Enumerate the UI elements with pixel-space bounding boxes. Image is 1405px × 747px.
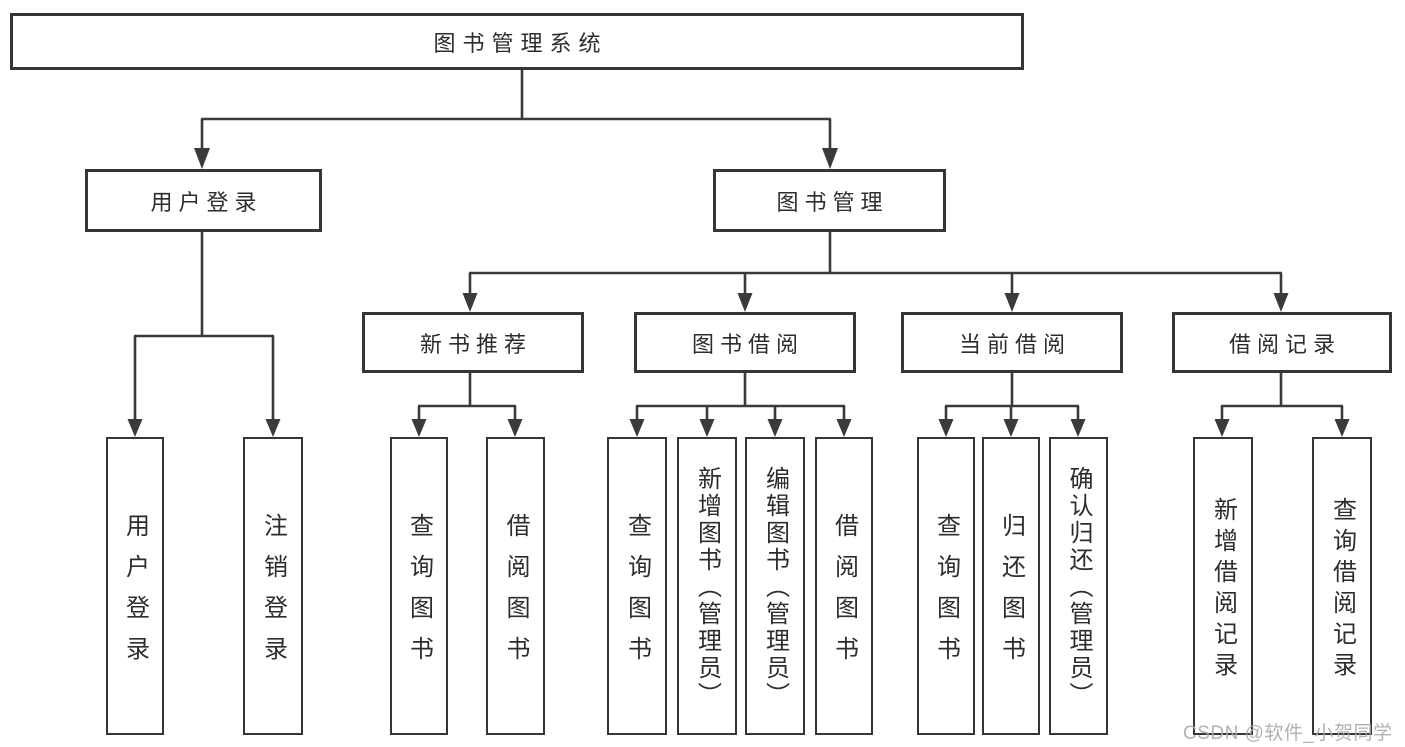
node-borrowing-records: 借阅记录 [1172,312,1392,373]
leaf-logout-label: 注销登录 [259,512,287,677]
node-user-login-label: 用户登录 [150,189,263,215]
node-current-borrowing-label: 当前借阅 [958,331,1071,357]
leaf-user-login-label: 用户登录 [121,512,149,677]
leaf-return-book: 归还图书 [982,437,1040,735]
node-user-login: 用户登录 [85,169,322,232]
leaf-query-borrow-record-label: 查询借阅记录 [1328,496,1356,683]
node-book-borrowing: 图书借阅 [634,312,856,373]
leaf-add-borrow-record: 新增借阅记录 [1193,437,1253,735]
leaf-return-book-label: 归还图书 [997,512,1025,677]
leaf-add-book-admin-label: 新增图书（管理员） [693,466,721,709]
node-book-borrowing-label: 图书借阅 [691,331,804,357]
leaf-edit-book-admin: 编辑图书（管理员） [745,437,805,735]
leaf-query-borrow-record: 查询借阅记录 [1312,437,1372,735]
node-new-book-recommend: 新书推荐 [362,312,584,373]
node-library-system: 图书管理系统 [10,13,1024,70]
leaf-edit-book-admin-label: 编辑图书（管理员） [761,466,789,709]
leaf-user-login: 用户登录 [106,437,164,735]
leaf-add-book-admin: 新增图书（管理员） [677,437,737,735]
node-book-management-label: 图书管理 [776,189,889,215]
leaf-borrow-books-recommend: 借阅图书 [486,437,545,735]
leaf-query-books-recommend-label: 查询图书 [405,512,433,677]
leaf-borrow-books-recommend-label: 借阅图书 [502,512,529,677]
leaf-confirm-return-admin: 确认归还（管理员） [1049,437,1108,735]
leaf-confirm-return-admin-label: 确认归还（管理员） [1065,466,1092,709]
node-new-book-recommend-label: 新书推荐 [419,331,532,357]
leaf-borrow-books-borrowing-label: 借阅图书 [830,512,858,677]
leaf-query-books-borrowing: 查询图书 [607,437,667,735]
node-library-system-label: 图书管理系统 [433,30,608,56]
leaf-add-borrow-record-label: 新增借阅记录 [1209,496,1237,683]
leaf-logout: 注销登录 [243,437,303,735]
leaf-borrow-books-borrowing: 借阅图书 [815,437,873,735]
leaf-query-books-current-label: 查询图书 [932,512,960,677]
node-current-borrowing: 当前借阅 [901,312,1123,373]
node-borrowing-records-label: 借阅记录 [1228,331,1341,357]
leaf-query-books-borrowing-label: 查询图书 [623,512,651,677]
leaf-query-books-current: 查询图书 [917,437,975,735]
leaf-query-books-recommend: 查询图书 [390,437,448,735]
node-book-management: 图书管理 [713,169,946,232]
csdn-watermark: CSDN @软件_小贺同学 [1183,723,1393,744]
